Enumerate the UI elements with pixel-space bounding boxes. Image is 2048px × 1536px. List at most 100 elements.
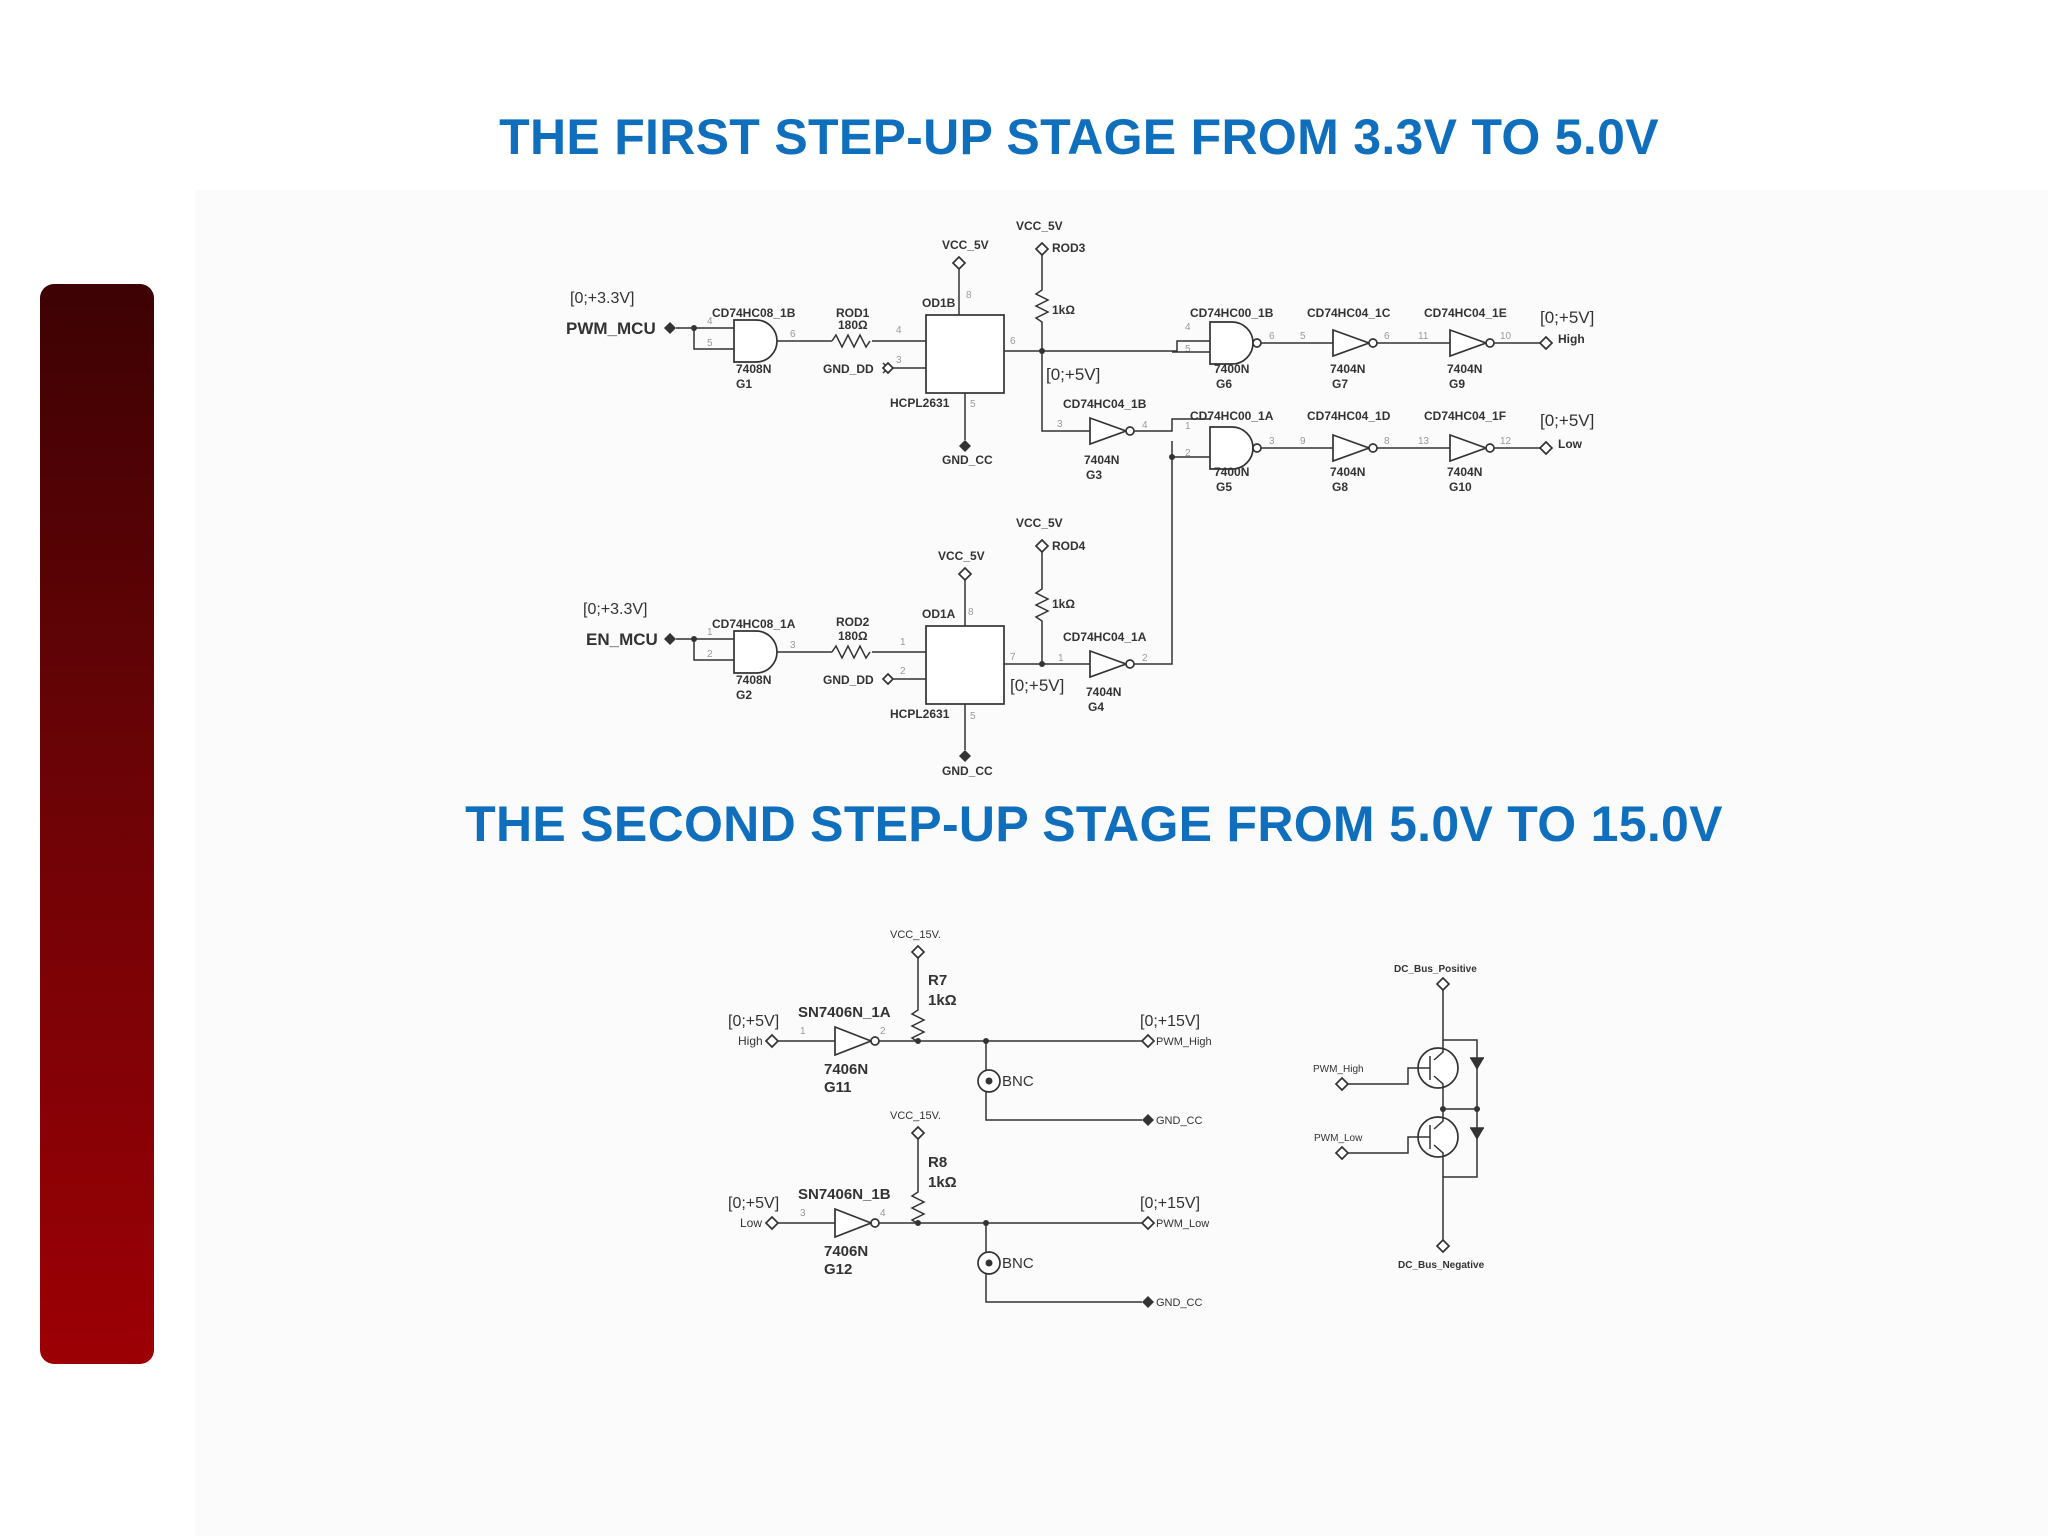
svg-text:G2: G2 [736,688,752,702]
svg-text:CD74HC04_1E: CD74HC04_1E [1424,306,1507,320]
svg-text:CD74HC04_1D: CD74HC04_1D [1307,409,1391,423]
inverter-g9 [1449,328,1489,358]
svg-text:7408N: 7408N [736,362,771,376]
side-accent-bar [40,284,154,1364]
svg-text:G5: G5 [1216,480,1232,494]
svg-text:G1: G1 [736,377,752,391]
svg-text:5: 5 [970,399,976,410]
svg-text:2: 2 [1185,448,1191,459]
diode-upper [1470,1058,1484,1070]
inverter-g10 [1449,433,1489,463]
resistor-r7 [910,958,926,1044]
svg-text:G7: G7 [1332,377,1348,391]
svg-text:12: 12 [1500,436,1512,447]
svg-text:BNC: BNC [1002,1073,1034,1090]
svg-text:ROD2: ROD2 [836,615,870,629]
inverter-g3 [1089,416,1129,446]
svg-text:SN7406N_1A: SN7406N_1A [798,1004,891,1021]
optocoupler-od1a [925,625,1005,705]
svg-text:CD74HC04_1B: CD74HC04_1B [1063,397,1147,411]
svg-text:5: 5 [707,338,713,349]
svg-text:1: 1 [1058,653,1064,664]
svg-text:G4: G4 [1088,700,1104,714]
svg-text:GND_DD: GND_DD [823,673,874,687]
svg-text:High: High [738,1034,763,1048]
optocoupler-od1b [925,314,1005,394]
svg-text:7404N: 7404N [1330,362,1365,376]
svg-text:VCC_5V: VCC_5V [942,238,989,252]
svg-text:G10: G10 [1449,480,1472,494]
igbt-half-bridge: DC_Bus_Positive DC_Bus_Negative PWM_High… [1313,964,1485,1271]
svg-text:[0;+15V]: [0;+15V] [1140,1195,1200,1212]
svg-text:8: 8 [968,607,974,618]
svg-text:1: 1 [900,637,906,648]
svg-text:2: 2 [900,666,906,677]
resistor-r8 [910,1139,926,1226]
svg-text:ROD3: ROD3 [1052,241,1086,255]
svg-text:VCC_15V.: VCC_15V. [890,1110,941,1122]
stage1-title: THE FIRST STEP-UP STAGE FROM 3.3V TO 5.0… [499,109,1659,165]
svg-text:G6: G6 [1216,377,1232,391]
svg-text:8: 8 [966,290,972,301]
inverter-g8 [1332,433,1372,463]
svg-text:CD74HC08_1A: CD74HC08_1A [712,617,796,631]
svg-text:G3: G3 [1086,468,1102,482]
svg-text:2: 2 [707,649,713,660]
svg-text:8: 8 [1384,436,1390,447]
svg-text:6: 6 [1384,331,1390,342]
svg-text:2: 2 [1142,653,1148,664]
stage2-high-row: VCC_15V. R7 1kΩ [0;+5V] High 1 SN7406N_1… [728,929,1212,1127]
svg-text:7400N: 7400N [1214,362,1249,376]
svg-text:VCC_5V: VCC_5V [938,549,985,563]
svg-text:[0;+15V]: [0;+15V] [1140,1013,1200,1030]
svg-text:GND_CC: GND_CC [1156,1115,1203,1127]
low-output-port [1538,440,1554,456]
inverter-g7 [1332,328,1372,358]
svg-text:BNC: BNC [1002,1255,1034,1272]
svg-text:GND_CC: GND_CC [942,764,993,778]
svg-text:4: 4 [896,325,902,336]
svg-text:7406N: 7406N [824,1061,868,1078]
and-gate-g1 [733,319,778,363]
svg-text:High: High [1558,332,1585,346]
diode-lower [1470,1128,1484,1140]
svg-text:180Ω: 180Ω [838,629,868,643]
resistor-rod4 [1034,552,1050,664]
en-input-port [664,633,676,645]
svg-text:CD74HC00_1A: CD74HC00_1A [1190,409,1274,423]
svg-text:4: 4 [880,1208,886,1219]
svg-text:180Ω: 180Ω [838,318,868,332]
svg-text:1kΩ: 1kΩ [928,992,957,1009]
svg-text:[0;+5V]: [0;+5V] [728,1195,779,1212]
svg-text:3: 3 [790,640,796,651]
svg-text:7408N: 7408N [736,673,771,687]
svg-text:4: 4 [707,316,713,327]
svg-text:VCC_15V.: VCC_15V. [890,929,941,941]
svg-text:10: 10 [1500,331,1512,342]
svg-text:VCC_5V: VCC_5V [1016,219,1063,233]
resistor-rod3 [1034,255,1050,351]
svg-text:4: 4 [1142,420,1148,431]
svg-text:2: 2 [880,1026,886,1037]
svg-text:7400N: 7400N [1214,465,1249,479]
buffer-g11 [834,1025,874,1057]
svg-text:R7: R7 [928,972,947,989]
buffer-g12 [834,1207,874,1239]
svg-text:G8: G8 [1332,480,1348,494]
svg-text:OD1B: OD1B [922,296,956,310]
svg-text:CD74HC04_1F: CD74HC04_1F [1424,409,1506,423]
svg-text:1kΩ: 1kΩ [1052,597,1075,611]
nand-gate-g6 [1209,321,1254,365]
svg-text:1kΩ: 1kΩ [928,1174,957,1191]
svg-text:PWM_High: PWM_High [1313,1064,1364,1075]
svg-text:1: 1 [800,1026,806,1037]
svg-text:DC_Bus_Negative: DC_Bus_Negative [1398,1260,1485,1271]
svg-text:7406N: 7406N [824,1243,868,1260]
svg-text:GND_DD: GND_DD [823,362,874,376]
svg-text:GND_CC: GND_CC [942,453,993,467]
svg-text:CD74HC04_1A: CD74HC04_1A [1063,630,1147,644]
svg-text:6: 6 [790,329,796,340]
svg-text:R8: R8 [928,1154,947,1171]
stage1-en-path: [0;+3.3V] EN_MCU 1 2 CD74HC08_1A 7408N G… [583,516,1173,778]
